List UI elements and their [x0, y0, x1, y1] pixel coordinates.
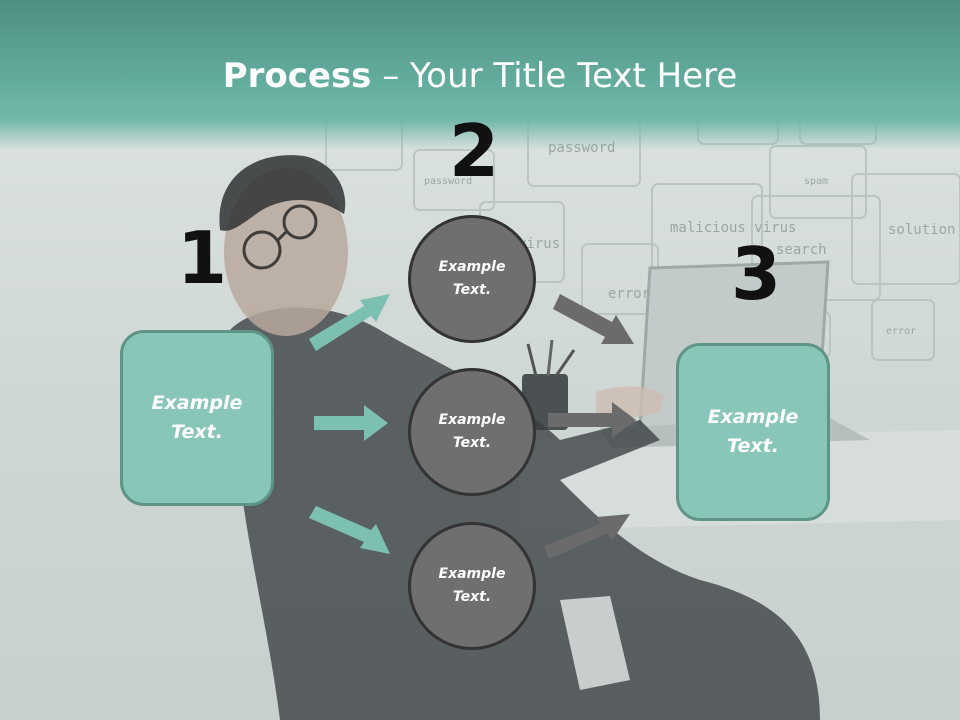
- bg-word: solution: [888, 222, 955, 238]
- arrow-down-right-teal: [309, 506, 390, 554]
- circle-middle-text: Example Text.: [438, 412, 506, 451]
- bg-word: malicious virus: [670, 220, 796, 236]
- circle-top-text: Example Text.: [438, 259, 506, 298]
- title-bold: Process: [222, 56, 372, 96]
- circle-top: Example Text.: [408, 215, 536, 343]
- step-number-2: 2: [449, 109, 500, 193]
- bg-word: search: [776, 242, 827, 258]
- left-box-text: Example Text.: [151, 392, 243, 443]
- title-rest: – Your Title Text Here: [371, 56, 738, 96]
- circle-bottom-text: Example Text.: [438, 566, 506, 605]
- circle-bottom: Example Text.: [408, 522, 536, 650]
- right-text-box: Example Text.: [676, 343, 830, 521]
- bg-word: password: [424, 176, 472, 187]
- slide-title: Process – Your Title Text Here: [0, 54, 960, 98]
- left-text-box: Example Text.: [120, 330, 274, 506]
- gray-arrows: [544, 294, 636, 559]
- arrow-up-right-teal: [309, 294, 390, 351]
- arrow-right-gray: [548, 402, 636, 438]
- arrow-down-right-gray: [553, 294, 634, 344]
- bg-word: error: [886, 326, 916, 337]
- bg-word: spam: [804, 176, 828, 187]
- step-number-3: 3: [731, 232, 782, 316]
- teal-arrows: [309, 294, 390, 554]
- arrow-up-right-gray: [544, 514, 630, 559]
- arrow-right-teal: [314, 405, 388, 441]
- bg-word: error: [608, 286, 650, 302]
- step-number-1: 1: [177, 216, 228, 300]
- right-box-text: Example Text.: [707, 406, 799, 457]
- title-bar: [0, 0, 960, 150]
- circle-middle: Example Text.: [408, 368, 536, 496]
